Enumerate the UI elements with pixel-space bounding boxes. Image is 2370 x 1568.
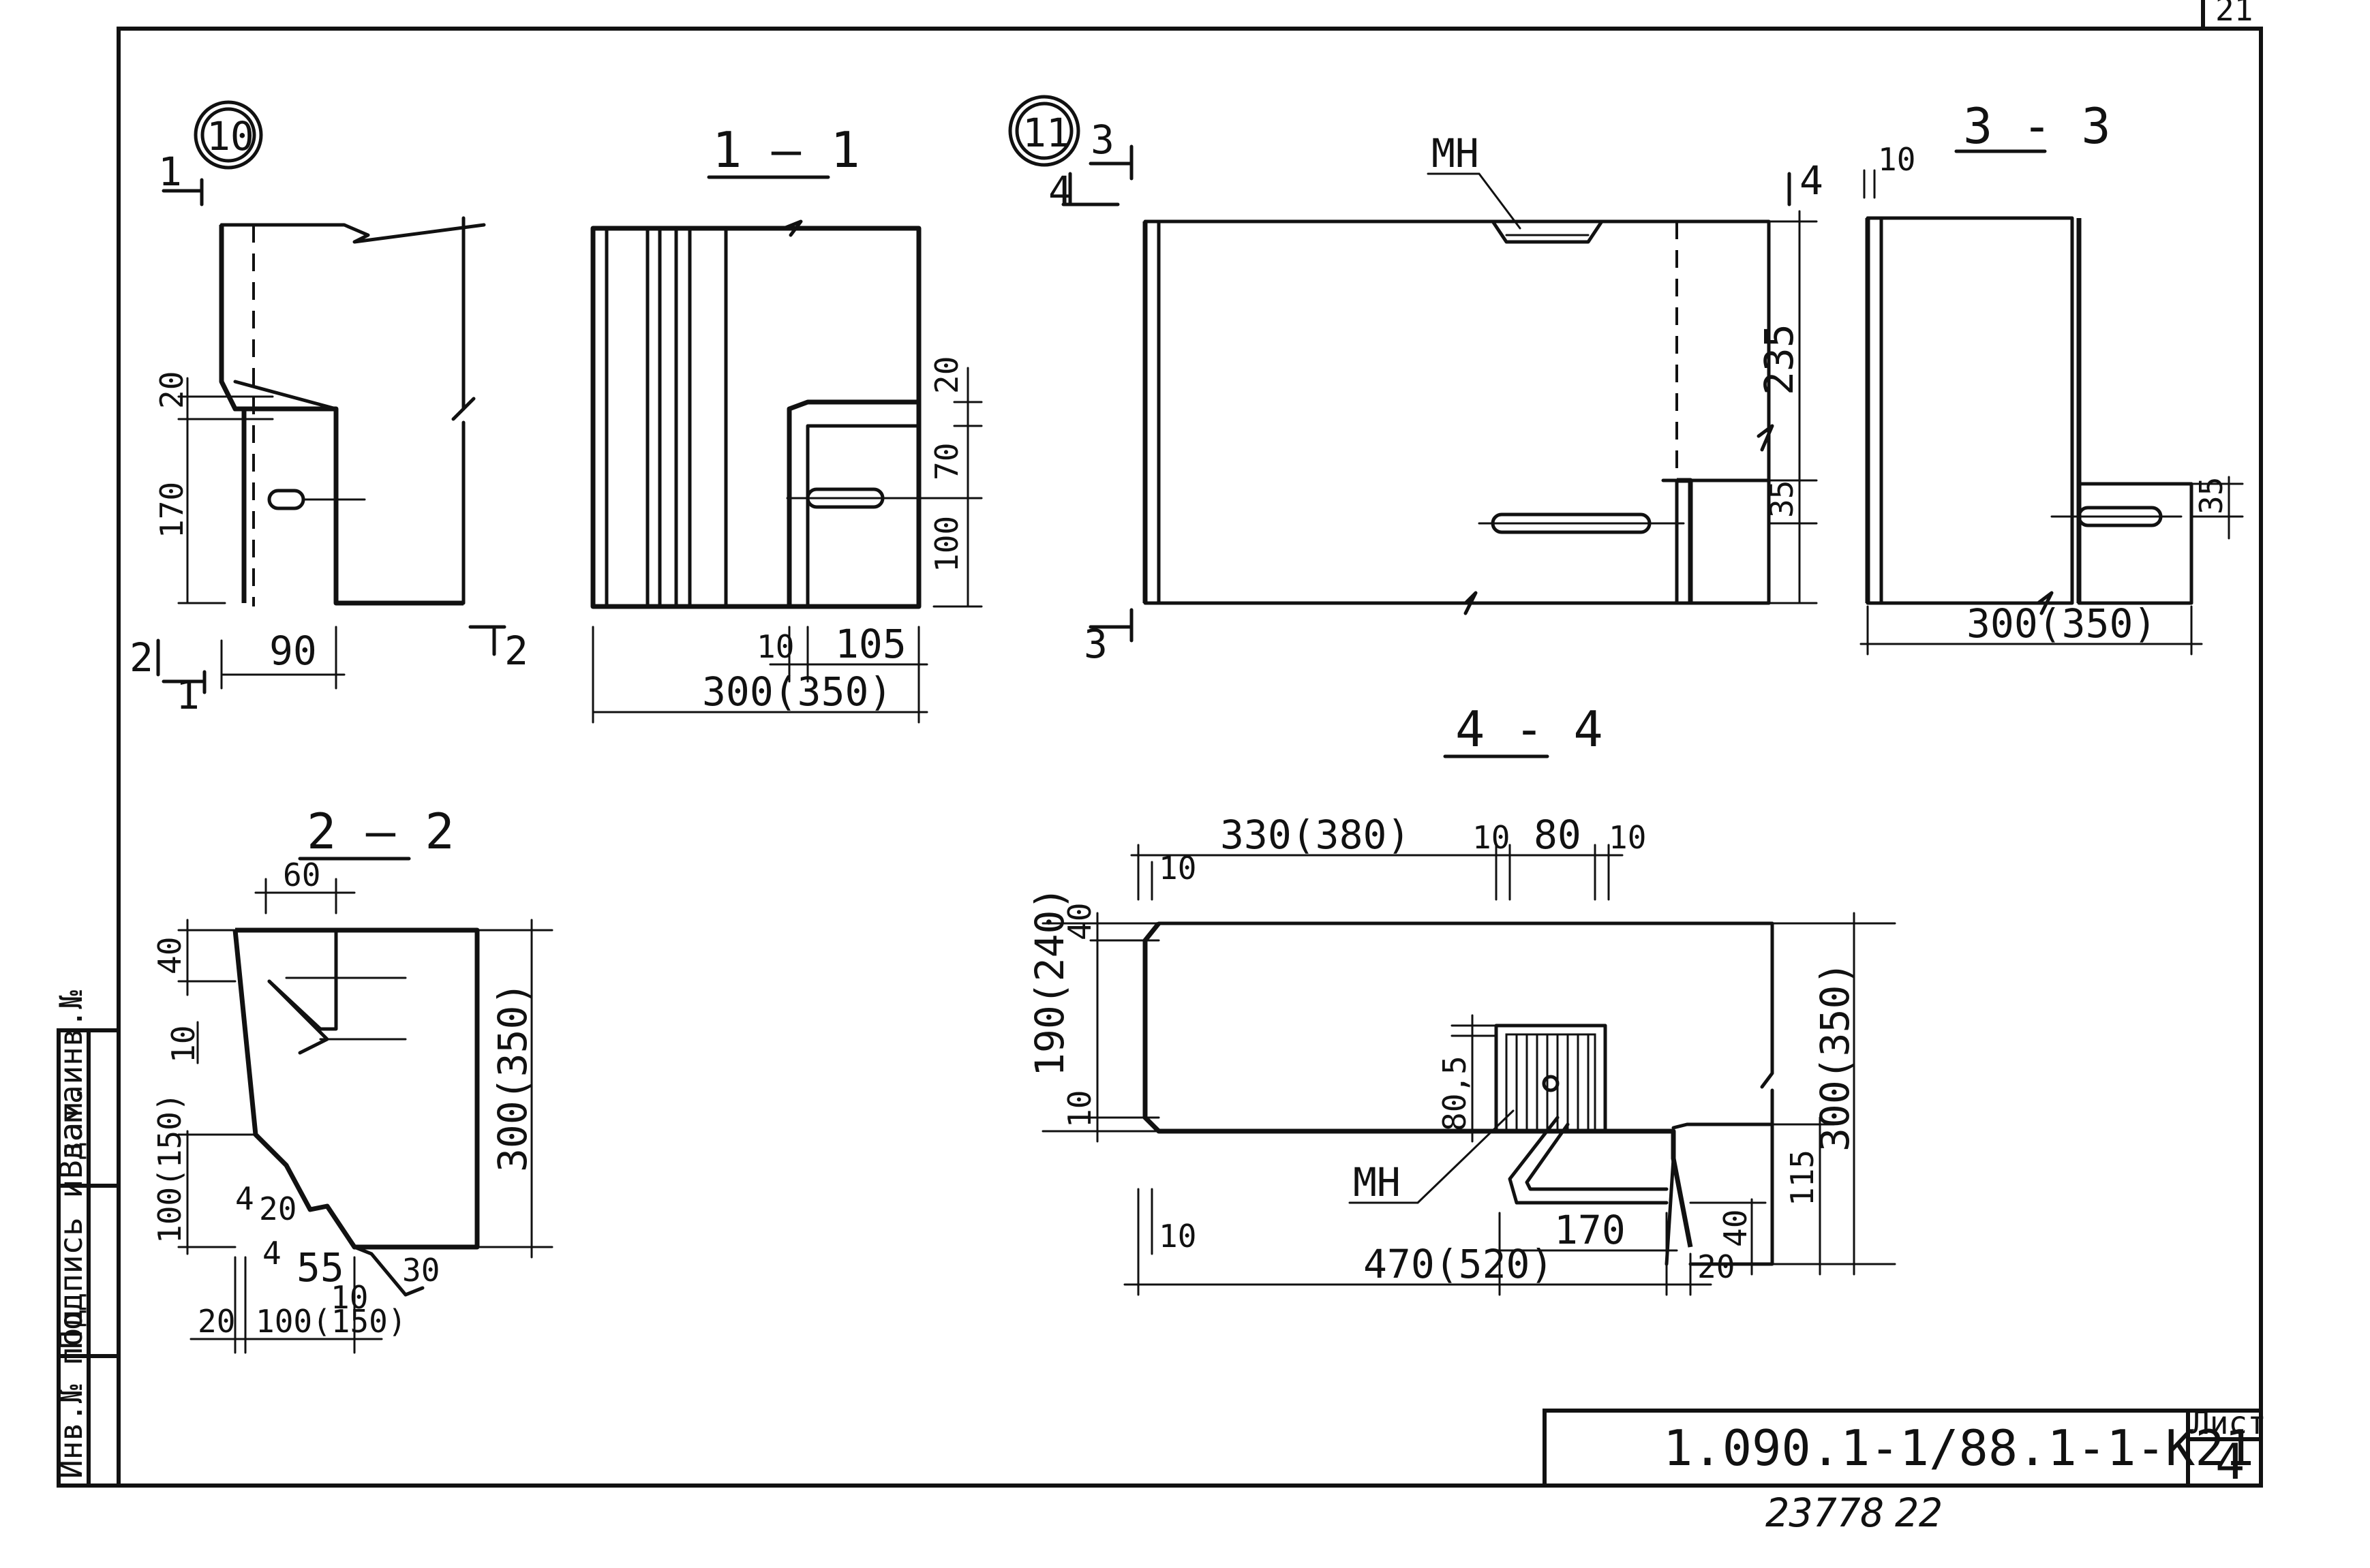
sec22-title: 2 – 2 (307, 803, 455, 860)
sec11-dim-10: 10 (757, 628, 794, 665)
sec22-dim-20a: 20 (259, 1190, 297, 1227)
sec44-dim-170: 170 (1554, 1207, 1626, 1253)
view-node-11: 11 3 4 3 МН 4 235 35 (1008, 95, 1823, 667)
bottom-suffix: 22 (1895, 1490, 1943, 1536)
stamp-vzam: Взам.инв.№ (52, 990, 89, 1179)
sec22-dim-10b: 10 (331, 1279, 368, 1316)
view-section-1-1: 1 – 1 20 70 100 10 105 300(350) (590, 121, 983, 724)
sec33-title: 3 - 3 (1963, 97, 2111, 155)
node10-dim-90: 90 (269, 628, 317, 674)
sec44-title: 4 - 4 (1455, 701, 1603, 758)
view-section-2-2: 2 – 2 60 40 10 100(150) 4 20 4 55 10 30 … (151, 803, 553, 1354)
sec22-dim-4a: 4 (235, 1180, 254, 1217)
view-section-4-4: 4 - 4 330(380) 10 80 10 10 (1027, 701, 1896, 1296)
sec22-dim-20b: 20 (198, 1303, 235, 1340)
sec44-dim-10a: 10 (1472, 819, 1510, 856)
view-section-3-3: 3 - 3 10 35 300(350) (1859, 97, 2244, 656)
corner-number: 21 (2215, 0, 2253, 28)
sec44-dim-470: 470(520) (1363, 1241, 1553, 1287)
sec22-dim-40: 40 (151, 937, 188, 974)
stamp-inv: Инв.№ под (52, 1309, 89, 1479)
cut-4-right: 4 (1799, 157, 1823, 204)
sec11-dim-100: 100 (928, 516, 965, 572)
sec22-dim-10a: 10 (165, 1026, 202, 1063)
stamp-sign: Подпись и дата (52, 1085, 89, 1349)
cut-2-right: 2 (504, 628, 528, 674)
mh-hatch (1515, 1034, 1590, 1133)
sheet-code: 1.090.1-1/88.1-1-К21 (1663, 1419, 2254, 1477)
node11-dim-35: 35 (1763, 480, 1800, 518)
bottom-number: 23778 (1765, 1490, 1885, 1536)
cut-4-top: 4 (1048, 168, 1072, 214)
node10-dim-20: 20 (153, 371, 190, 409)
sec44-dim-80-5: 80,5 (1436, 1056, 1473, 1131)
sec33-dim-35: 35 (2193, 477, 2230, 514)
sec11-dim-300: 300(350) (702, 668, 892, 715)
sec44-mark-mh: МН (1353, 1159, 1401, 1205)
sec22-dim-300: 300(350) (489, 982, 536, 1172)
node11-mark-mh: МН (1431, 130, 1479, 176)
sec44-dim-300: 300(350) (1812, 962, 1858, 1152)
cut-2-left: 2 (130, 634, 153, 681)
sec33-dim-300: 300(350) (1966, 600, 2157, 647)
sec22-dim-30: 30 (402, 1252, 440, 1289)
sheet-label: Лист (2191, 1404, 2266, 1441)
node10-dim-170: 170 (153, 482, 190, 538)
sec44-dim-80: 80 (1534, 812, 1581, 858)
sec22-dim-55: 55 (297, 1244, 344, 1291)
sec22-dim-100b: 100(150) (256, 1303, 407, 1340)
sec44-dim-10c: 10 (1159, 850, 1196, 887)
cut-1-top: 1 (158, 149, 182, 195)
view-node-10: 10 1 2 1 2 20 170 90 (130, 100, 528, 718)
node11-dim-235: 235 (1756, 324, 1802, 395)
sec33-dim-10: 10 (1878, 141, 1915, 178)
sec11-dim-70: 70 (928, 443, 965, 480)
sec22-dim-4b: 4 (262, 1235, 282, 1272)
node-11-label: 11 (1022, 110, 1070, 156)
cut-1-bottom: 1 (176, 672, 200, 718)
sec11-dim-105: 105 (835, 621, 907, 667)
sec44-dim-190: 190(240) (1027, 887, 1073, 1077)
sec44-dim-20: 20 (1697, 1248, 1735, 1285)
sec44-dim-330: 330(380) (1220, 812, 1410, 858)
sec44-dim-40a: 40 (1061, 903, 1098, 940)
sec44-dim-10b: 10 (1609, 819, 1646, 856)
sec11-title: 1 – 1 (712, 121, 860, 179)
sec11-dim-20: 20 (928, 356, 965, 394)
sheet-number: 4 (2215, 1433, 2245, 1490)
sec22-dim-100-150: 100(150) (151, 1092, 188, 1244)
sec44-dim-10d: 10 (1061, 1090, 1098, 1128)
sec44-dim-115: 115 (1784, 1150, 1821, 1206)
sec44-dim-40b: 40 (1717, 1210, 1754, 1247)
sec22-dim-60: 60 (283, 857, 320, 893)
sec44-dim-10e: 10 (1159, 1218, 1196, 1255)
sheet-frame: 21 Взам.инв.№ Подпись и дата Инв.№ под 1… (52, 0, 2266, 1536)
cut-3-top: 3 (1091, 117, 1114, 163)
node-10-label: 10 (207, 113, 254, 159)
